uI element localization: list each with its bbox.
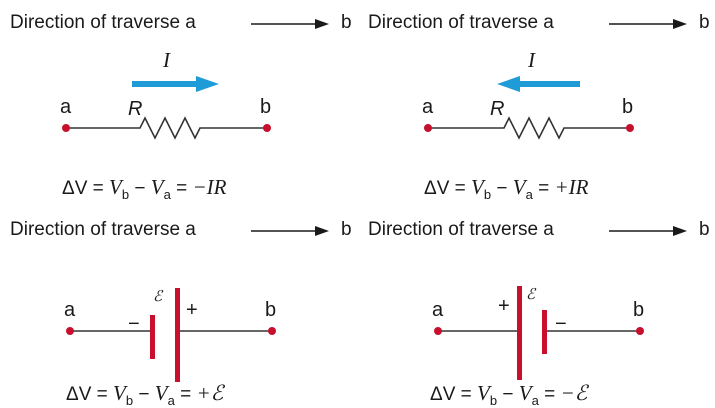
voltage-equation: ΔV = Vb − Va = −ℰ xyxy=(430,381,588,408)
emf-label: ℰ xyxy=(526,285,536,303)
circuit-diagram xyxy=(424,76,634,140)
current-label: I xyxy=(163,48,170,72)
battery-positive-plate xyxy=(175,288,180,382)
battery-positive-plate xyxy=(517,286,522,380)
node-b-dot xyxy=(626,124,634,132)
voltage-equation: ΔV = Vb − Va = −IR xyxy=(62,175,227,202)
node-b-label: b xyxy=(260,96,272,118)
traverse-direction-label: Direction of traverse a xyxy=(10,12,196,33)
panel-battery-minus-to-plus: Direction of traverse a b a b ℰ − + ΔV =… xyxy=(0,203,357,408)
battery-negative-plate xyxy=(150,315,155,359)
traverse-direction-label: Direction of traverse a xyxy=(10,219,196,240)
resistor-wire xyxy=(428,116,630,140)
traverse-direction-label: Direction of traverse a xyxy=(368,219,554,240)
emf-label: ℰ xyxy=(153,287,163,305)
voltage-equation: ΔV = Vb − Va = +ℰ xyxy=(66,381,224,408)
traverse-end-label: b xyxy=(699,12,710,33)
traverse-end-label: b xyxy=(699,219,710,240)
battery-negative-plate xyxy=(542,310,547,354)
panel-resistor-current-left: Direction of traverse a b I a b R ΔV = V… xyxy=(358,0,715,202)
current-label: I xyxy=(528,48,535,72)
node-b-label: b xyxy=(265,299,277,321)
node-a-dot xyxy=(66,327,74,335)
node-a-dot xyxy=(62,124,70,132)
circuit-diagram xyxy=(66,288,276,382)
traverse-arrow-icon xyxy=(609,226,687,236)
traverse-end-label: b xyxy=(341,219,352,240)
minus-sign: − xyxy=(555,313,567,335)
panel-battery-plus-to-minus: Direction of traverse a b a b ℰ + − ΔV =… xyxy=(358,203,715,408)
traverse-direction-label: Direction of traverse a xyxy=(368,12,554,33)
node-b-dot xyxy=(268,327,276,335)
voltage-equation: ΔV = Vb − Va = +IR xyxy=(424,175,589,202)
node-a-label: a xyxy=(64,299,76,321)
panel-resistor-current-right: Direction of traverse a b I a b R ΔV = V… xyxy=(0,0,357,202)
current-arrow-left-icon xyxy=(497,76,580,92)
node-a-dot xyxy=(424,124,432,132)
resistor-label: R xyxy=(490,98,505,120)
node-b-dot xyxy=(636,327,644,335)
node-b-label: b xyxy=(633,299,645,321)
node-b-dot xyxy=(263,124,271,132)
traverse-arrow-icon xyxy=(251,19,329,29)
plus-sign: + xyxy=(186,299,198,321)
resistor-label: R xyxy=(128,98,143,120)
node-a-label: a xyxy=(432,299,444,321)
node-a-label: a xyxy=(60,96,72,118)
plus-sign: + xyxy=(498,295,510,317)
traverse-end-label: b xyxy=(341,12,352,33)
current-arrow-right-icon xyxy=(132,76,219,92)
node-a-dot xyxy=(434,327,442,335)
node-a-label: a xyxy=(422,96,434,118)
traverse-arrow-icon xyxy=(609,19,687,29)
minus-sign: − xyxy=(128,313,140,335)
node-b-label: b xyxy=(622,96,634,118)
circuit-diagram xyxy=(434,286,644,380)
traverse-arrow-icon xyxy=(251,226,329,236)
circuit-diagram xyxy=(62,76,271,140)
resistor-wire xyxy=(66,116,267,140)
